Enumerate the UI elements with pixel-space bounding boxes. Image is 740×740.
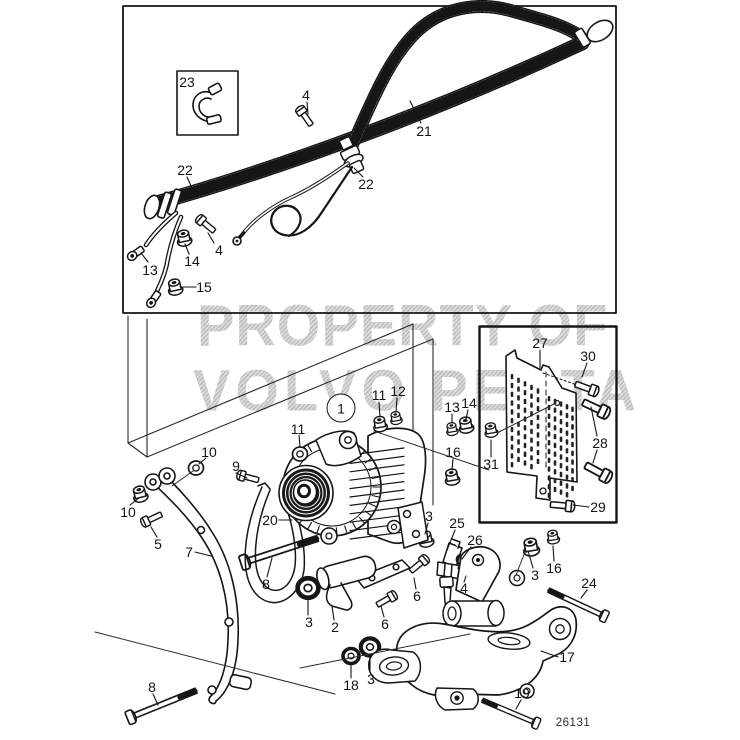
nut-11 [371, 414, 389, 434]
callout-13-5: 13 [142, 262, 158, 278]
guard-plate-box [478, 325, 618, 524]
callout-10-18: 10 [120, 504, 136, 520]
spacer-18 [341, 646, 361, 666]
callout-22-4: 22 [358, 176, 374, 192]
hose-end-cap [573, 19, 614, 48]
bolt-8-mid [239, 531, 320, 570]
callout-21-2: 21 [416, 123, 432, 139]
callout-17-37: 17 [559, 649, 575, 665]
callout-19-38: 19 [514, 685, 530, 701]
callout-12-11: 12 [390, 383, 406, 399]
nut-15 [165, 277, 185, 298]
callout-16-15: 16 [445, 444, 461, 460]
callout-4-26: 4 [460, 580, 468, 596]
corrugated-hose-branch [343, 0, 587, 157]
bolt-6b [373, 588, 400, 611]
callout-8-22: 8 [262, 576, 270, 592]
callout-24-36: 24 [581, 575, 597, 591]
washer-16-right [545, 528, 561, 546]
bolt-29 [549, 498, 576, 513]
callout-11-12: 11 [290, 421, 306, 437]
support-bracket [144, 467, 253, 705]
callout-15-8: 15 [196, 279, 212, 295]
nut-31 [482, 421, 500, 439]
callout-1-9: 1 [326, 393, 356, 423]
callout-4-7: 4 [215, 242, 223, 258]
callout-25-24: 25 [449, 515, 465, 531]
callout-2-29: 2 [331, 619, 339, 635]
callout-23-0: 23 [179, 74, 195, 90]
callout-30-40: 30 [580, 348, 596, 364]
callout-3-32: 3 [367, 671, 375, 687]
alternator [278, 427, 427, 545]
hose-left-end [143, 188, 183, 220]
callout-3-23: 3 [425, 508, 433, 524]
callout-22-3: 22 [177, 162, 193, 178]
callout-5-19: 5 [154, 536, 162, 552]
bolt-28b [581, 458, 615, 486]
callout-11-10: 11 [371, 387, 387, 403]
battery-cables [125, 210, 184, 310]
drive-belt [244, 482, 306, 604]
clip-box [176, 70, 239, 136]
bolt-19 [480, 695, 541, 729]
bolt-6a [406, 552, 432, 576]
callout-29-43: 29 [590, 499, 606, 515]
bolt-8-bottom [125, 684, 199, 725]
pulley [278, 464, 334, 522]
bolt-4-top [293, 103, 316, 129]
bolt-28a [579, 395, 613, 422]
engine-mount [368, 546, 578, 711]
callout-10-16: 10 [201, 444, 217, 460]
callout-27-39: 27 [532, 335, 548, 351]
bolt-30 [572, 378, 601, 399]
bolt-5 [138, 509, 165, 529]
callout-31-42: 31 [483, 456, 499, 472]
nut-13 [444, 421, 460, 437]
callout-4-1: 4 [302, 87, 310, 103]
callout-16-35: 16 [546, 560, 562, 576]
washer-3-left [298, 578, 319, 598]
callout-18-31: 18 [343, 677, 359, 693]
breather-pipe [232, 161, 354, 246]
callout-26-25: 26 [467, 532, 483, 548]
callout-6-27: 6 [413, 588, 421, 604]
callout-13-13: 13 [444, 399, 460, 415]
leader-lines [129, 100, 598, 710]
mounting-panel [127, 315, 434, 506]
callout-20-21: 20 [262, 512, 278, 528]
callout-3-34: 3 [531, 567, 539, 583]
hose-kit-box [122, 5, 617, 314]
callout-8-33: 8 [148, 679, 156, 695]
bolt-4-left [193, 212, 219, 236]
assembly-axis-lines [94, 402, 557, 695]
figure-number: 26131 [555, 717, 591, 729]
callout-3-30: 3 [305, 614, 313, 630]
nut-16-mid [442, 467, 462, 487]
adjust-plate [397, 501, 429, 549]
watermark-line1: PROPERTY OF [197, 291, 609, 358]
callout-7-20: 7 [185, 544, 193, 560]
nut-14-top [174, 228, 194, 249]
callout-9-17: 9 [232, 458, 240, 474]
nut-12 [388, 410, 404, 426]
guard-plate [505, 349, 578, 501]
callout-14-14: 14 [461, 395, 477, 411]
callout-28-41: 28 [592, 435, 608, 451]
corrugated-hose-main [145, 35, 590, 212]
cable-clip [192, 82, 223, 125]
callout-14-6: 14 [184, 253, 200, 269]
callout-6-28: 6 [381, 616, 389, 632]
